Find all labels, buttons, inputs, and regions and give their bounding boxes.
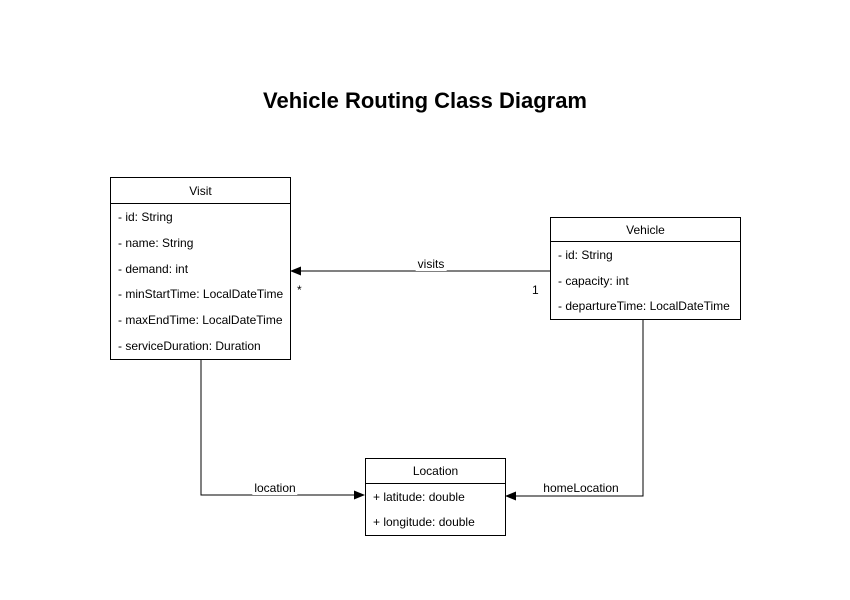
class-visit-attr-id: - id: String bbox=[118, 209, 173, 224]
diagram-title: Vehicle Routing Class Diagram bbox=[263, 88, 587, 113]
class-visit: Visit - id: String - name: String - dema… bbox=[110, 177, 291, 360]
class-vehicle-attributes: - id: String - capacity: int - departure… bbox=[551, 242, 740, 319]
location-edge-label: location bbox=[252, 481, 298, 495]
class-visit-attributes: - id: String - name: String - demand: in… bbox=[111, 204, 290, 359]
class-visit-attr-demand: - demand: int bbox=[118, 261, 189, 276]
visits-source-multiplicity: 1 bbox=[532, 283, 539, 297]
visits-edge-label: visits bbox=[415, 257, 447, 271]
class-visit-attr-minstarttime: - minStartTime: LocalDateTime bbox=[118, 287, 284, 302]
class-vehicle: Vehicle - id: String - capacity: int - d… bbox=[550, 217, 741, 320]
class-vehicle-attr-capacity: - capacity: int bbox=[558, 273, 629, 288]
class-visit-attr-maxendtime: - maxEndTime: LocalDateTime bbox=[118, 313, 283, 328]
class-location-attr-longitude: + longitude: double bbox=[373, 515, 475, 530]
class-location: Location + latitude: double + longitude:… bbox=[365, 458, 506, 536]
class-vehicle-attr-id: - id: String bbox=[558, 247, 613, 262]
class-vehicle-name: Vehicle bbox=[551, 218, 740, 242]
class-location-attributes: + latitude: double + longitude: double bbox=[366, 484, 505, 535]
class-location-name: Location bbox=[366, 459, 505, 484]
class-visit-attr-serviceduration: - serviceDuration: Duration bbox=[118, 339, 261, 354]
class-visit-name: Visit bbox=[111, 178, 290, 204]
homelocation-edge bbox=[505, 320, 644, 501]
class-visit-attr-name: - name: String bbox=[118, 235, 194, 250]
class-location-attr-latitude: + latitude: double bbox=[373, 489, 465, 504]
location-edge bbox=[200, 360, 365, 500]
homelocation-edge-label: homeLocation bbox=[541, 481, 621, 495]
class-vehicle-attr-departuretime: - departureTime: LocalDateTime bbox=[558, 299, 730, 314]
visits-target-multiplicity: * bbox=[297, 283, 302, 297]
